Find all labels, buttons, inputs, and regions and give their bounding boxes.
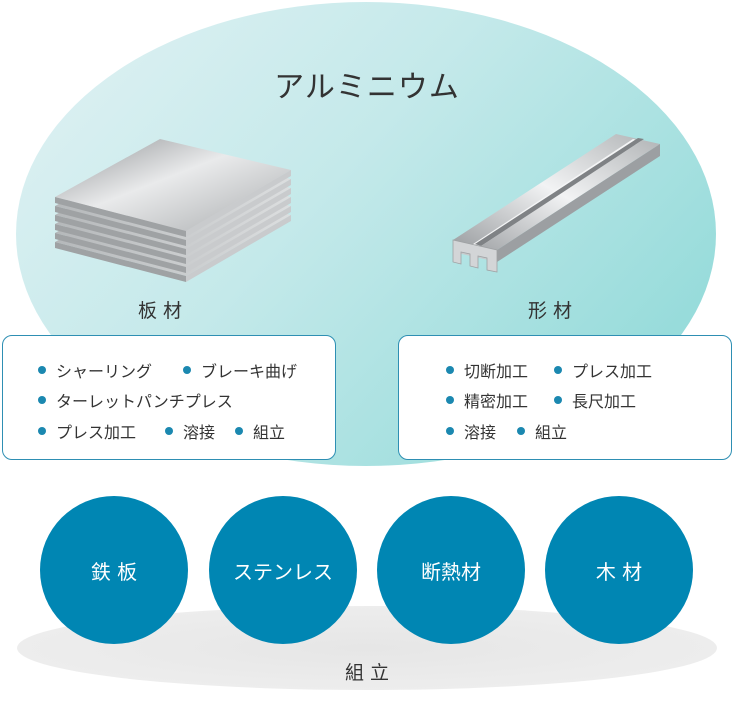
material-label: 鉄 板	[90, 559, 138, 584]
bullet-icon	[446, 366, 454, 374]
material-circle-insulation: 断熱材	[377, 496, 525, 644]
assembly-base-ellipse	[17, 606, 717, 690]
process-item: 溶接	[165, 419, 215, 443]
material-circle-wood: 木 材	[545, 496, 693, 644]
process-item: 組立	[235, 419, 285, 443]
process-item: 長尺加工	[554, 388, 636, 412]
bullet-icon	[554, 396, 562, 404]
material-label: 木 材	[595, 559, 643, 584]
bullet-icon	[183, 366, 191, 374]
process-item: ターレットパンチプレス	[38, 388, 233, 412]
bullet-icon	[517, 427, 525, 435]
bullet-icon	[235, 427, 243, 435]
extrusion-profile-icon	[452, 134, 660, 273]
material-circle-stainless: ステンレス	[209, 496, 357, 644]
process-item: シャーリング	[38, 358, 152, 382]
process-item: ブレーキ曲げ	[183, 358, 297, 382]
bullet-icon	[554, 366, 562, 374]
profile-material-caption: 形 材	[527, 300, 573, 322]
bullet-icon	[38, 427, 46, 435]
sheet-process-box: シャーリング ブレーキ曲げ ターレットパンチプレス プレス加工 溶接 組立	[2, 335, 336, 460]
material-circle-steel-plate: 鉄 板	[40, 496, 188, 644]
bullet-icon	[446, 396, 454, 404]
bullet-icon	[446, 427, 454, 435]
assembly-label: 組 立	[344, 662, 390, 684]
process-item: プレス加工	[554, 358, 652, 382]
sheet-material-caption: 板 材	[137, 300, 183, 322]
material-label: ステンレス	[233, 559, 333, 584]
material-label: 断熱材	[421, 559, 481, 584]
title-aluminium: アルミニウム	[274, 70, 460, 105]
bullet-icon	[38, 396, 46, 404]
profile-process-box: 切断加工 プレス加工 精密加工 長尺加工 溶接 組立	[398, 335, 732, 460]
process-item: 精密加工	[446, 388, 528, 412]
process-item: 溶接	[446, 419, 496, 443]
sheet-stack-icon	[55, 139, 291, 282]
bullet-icon	[165, 427, 173, 435]
bullet-icon	[38, 366, 46, 374]
process-item: プレス加工	[38, 419, 136, 443]
process-item: 切断加工	[446, 358, 528, 382]
process-item: 組立	[517, 419, 567, 443]
